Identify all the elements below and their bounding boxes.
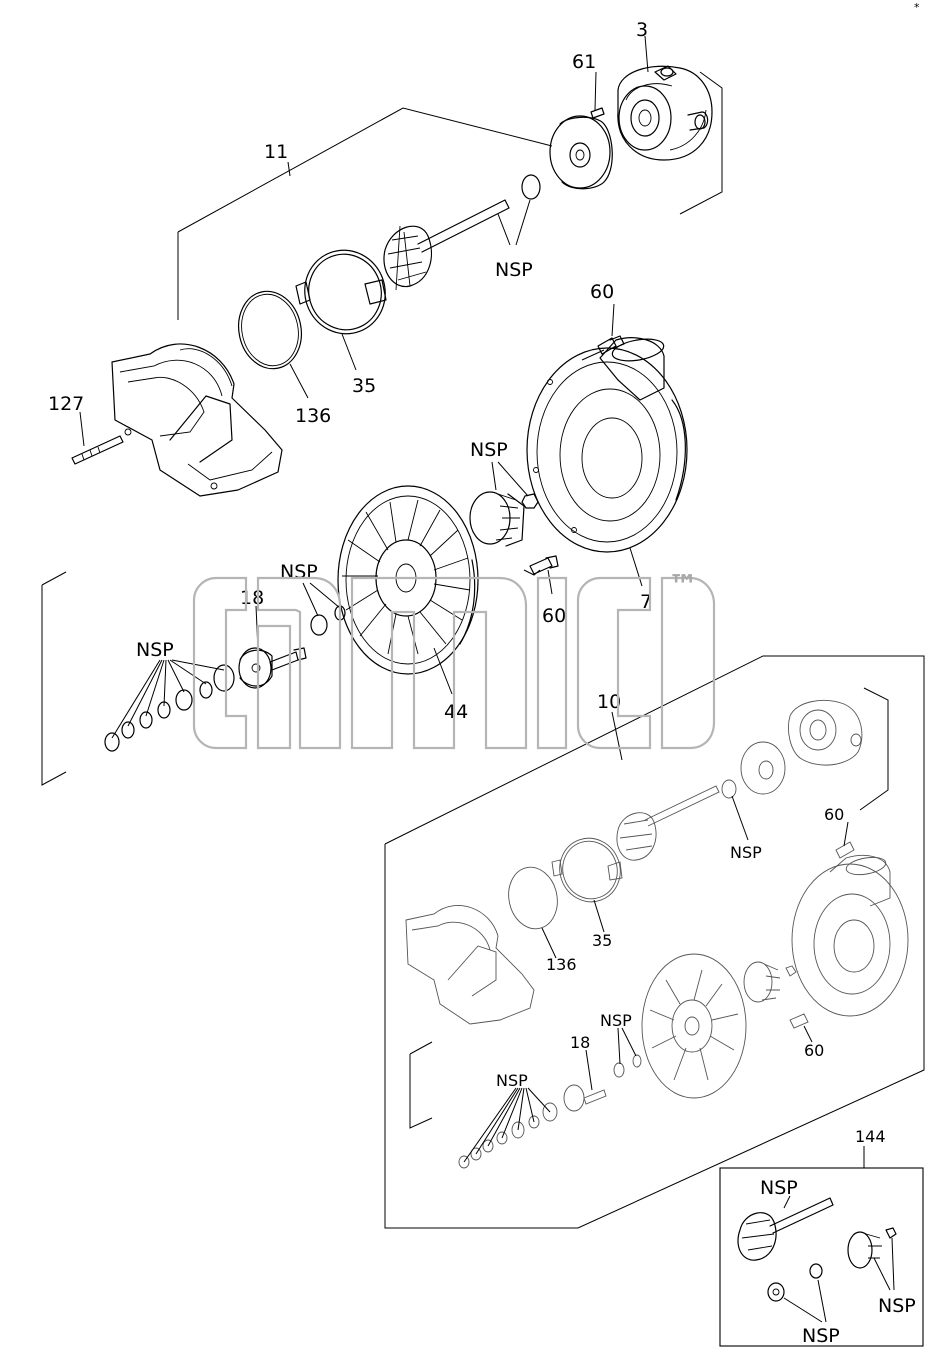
label-10: 10: [597, 691, 621, 713]
assembly-10-shaft-wheel: [616, 785, 720, 861]
assembly-10-ring: [508, 866, 558, 930]
label-nsp-shaft: NSP: [495, 259, 533, 281]
turbine-shaft-wheel: [383, 199, 510, 291]
assembly-10-compressor-housing: [791, 854, 909, 1017]
small-o-ring: [521, 174, 541, 200]
assembly-10-o-ring: [721, 779, 737, 799]
assembly-10-thrust-parts: [458, 1054, 642, 1169]
nut: [521, 493, 539, 509]
label-nsp-nut: NSP: [280, 561, 318, 583]
part-136-ring: [238, 290, 302, 370]
label-18: 18: [240, 587, 264, 609]
label-k-nsp-wheel: NSP: [878, 1295, 916, 1317]
kit-144-leader-lines: [783, 1195, 895, 1323]
seal-plate: [549, 115, 613, 190]
label-61: 61: [572, 51, 596, 73]
label-136: 136: [295, 405, 331, 427]
part-3-bearing-housing: [617, 65, 713, 161]
assembly-10-leader-lines: [463, 795, 849, 1163]
kit-144-shaft-wheel: [737, 1197, 834, 1261]
label-127: 127: [48, 393, 84, 415]
label-44: 44: [444, 701, 468, 723]
label-a-nsp-shaft: NSP: [730, 843, 762, 862]
part-127-stud: [71, 435, 124, 465]
main-leader-lines: [41, 35, 723, 786]
label-a-nsp-nut: NSP: [600, 1011, 632, 1030]
watermark-logo: [192, 576, 716, 750]
label-a-60-mid: 60: [804, 1041, 824, 1060]
assembly-10-bolt-mid: [789, 1013, 809, 1029]
compressor-wheel: [469, 491, 525, 547]
part-44-back-plate: [337, 485, 479, 675]
label-a-60-top: 60: [824, 805, 844, 824]
part-60-bolt-mid: [529, 555, 559, 575]
assembly-10-bolt-top: [835, 841, 855, 859]
label-a-18: 18: [570, 1033, 590, 1052]
label-a-nsp-rings: NSP: [496, 1071, 528, 1090]
kit-144-compressor-wheel: [847, 1227, 897, 1269]
kit-144-box: [719, 1146, 924, 1347]
label-11: 11: [264, 141, 288, 163]
assembly-10-clamp: [551, 837, 623, 903]
assembly-10-seal-plate: [740, 741, 786, 795]
watermark-tm: ™: [668, 569, 698, 604]
label-35: 35: [352, 375, 376, 397]
label-a-136: 136: [546, 955, 577, 974]
label-60-top: 60: [590, 281, 614, 303]
ring-set: [104, 664, 235, 752]
thrust-plate: [238, 647, 273, 689]
turbine-housing: [111, 343, 283, 497]
label-a-35: 35: [592, 931, 612, 950]
label-144: 144: [855, 1127, 886, 1146]
label-k-nsp-shaft: NSP: [760, 1177, 798, 1199]
label-60-mid: 60: [542, 605, 566, 627]
label-nsp-wheel: NSP: [470, 439, 508, 461]
assembly-10-back-plate: [641, 953, 747, 1099]
part-7-compressor-housing: [526, 337, 688, 553]
assembly-10-compressor-wheel: [743, 961, 797, 1003]
label-k-nsp-nut: NSP: [802, 1325, 840, 1347]
corner-mark: *: [914, 1, 920, 14]
assembly-10-bearing-housing: [788, 699, 863, 766]
label-3: 3: [636, 19, 648, 41]
assembly-10-outline: [384, 655, 925, 1229]
part-61-pin: [590, 107, 605, 119]
label-nsp-rings: NSP: [136, 639, 174, 661]
assembly-10-turbine-housing: [405, 905, 535, 1025]
kit-144-bushing: [767, 1263, 823, 1302]
part-35-clamp: [295, 249, 387, 335]
